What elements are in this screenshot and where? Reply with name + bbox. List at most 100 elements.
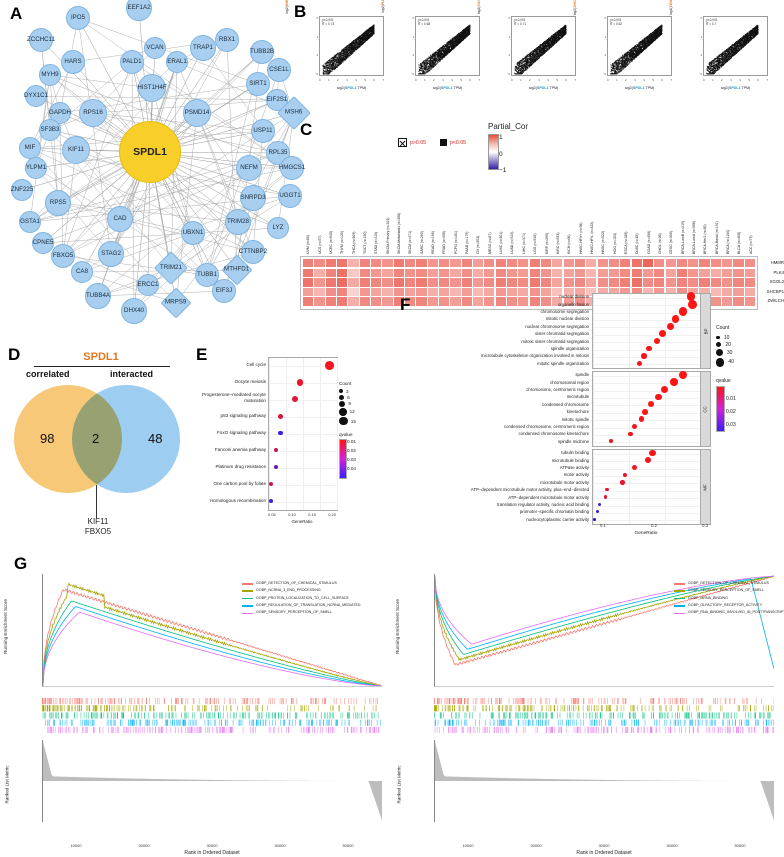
kegg-dot[interactable] — [268, 498, 273, 503]
heatmap-cell[interactable] — [359, 259, 370, 268]
go-dot[interactable] — [595, 510, 599, 514]
heatmap-cell[interactable] — [688, 278, 699, 287]
go-dot[interactable] — [620, 480, 625, 485]
heatmap-cell[interactable] — [642, 278, 654, 287]
heatmap-cell[interactable] — [382, 268, 393, 277]
heatmap-cell[interactable] — [472, 268, 484, 277]
heatmap-cell[interactable] — [540, 278, 552, 287]
go-dot[interactable] — [631, 423, 638, 430]
gsea-legend-item[interactable]: GOBP_RNA_BINDING_INVOLVED_IN_POSTTRANSCR… — [674, 611, 784, 615]
heatmap-cell[interactable] — [574, 259, 586, 268]
heatmap-cell[interactable] — [370, 268, 382, 277]
network-node-zcchc11[interactable]: ZCCHC11 — [27, 28, 55, 52]
network-node-eef1a2[interactable]: EEF1A2 — [126, 0, 152, 21]
heatmap-cell[interactable] — [370, 259, 382, 268]
heatmap-cell[interactable] — [608, 268, 620, 277]
heatmap-cell[interactable] — [597, 268, 608, 277]
heatmap-cell[interactable] — [597, 287, 608, 297]
heatmap-cell[interactable] — [688, 287, 699, 297]
kegg-dot[interactable] — [325, 361, 334, 370]
heatmap-cell[interactable] — [314, 259, 325, 268]
heatmap-cell[interactable] — [642, 287, 654, 297]
go-dot[interactable] — [653, 337, 660, 345]
go-dot[interactable] — [658, 330, 666, 338]
heatmap-cell[interactable] — [506, 297, 518, 306]
heatmap-cell[interactable] — [472, 278, 484, 287]
heatmap-cell[interactable] — [722, 297, 733, 306]
heatmap-cell[interactable] — [303, 268, 314, 277]
network-node-gsta1[interactable]: GSTA1 — [19, 211, 41, 233]
heatmap-cell[interactable] — [484, 268, 495, 277]
heatmap-cell[interactable] — [710, 287, 722, 297]
network-node-trap1[interactable]: TRAP1 — [190, 35, 216, 61]
go-dot[interactable] — [598, 502, 602, 507]
heatmap-cell[interactable] — [427, 297, 438, 306]
heatmap-cell[interactable] — [699, 268, 710, 277]
heatmap-cell[interactable] — [393, 268, 404, 277]
network-node-trim28[interactable]: TRIM28 — [225, 209, 251, 235]
heatmap-cell[interactable] — [382, 278, 393, 287]
heatmap-cell[interactable] — [404, 278, 416, 287]
network-node-usp11[interactable]: USP11 — [251, 119, 275, 143]
heatmap-cell[interactable] — [688, 259, 699, 268]
heatmap-cell[interactable] — [699, 278, 710, 287]
heatmap-cell[interactable] — [552, 287, 563, 297]
heatmap-cell[interactable] — [472, 297, 484, 306]
go-dot[interactable] — [638, 416, 645, 422]
go-dot[interactable] — [648, 401, 655, 408]
heatmap-cell[interactable] — [540, 297, 552, 306]
heatmap-cell[interactable] — [676, 268, 688, 277]
network-node-hars[interactable]: HARS — [61, 50, 85, 74]
heatmap-cell[interactable] — [552, 278, 563, 287]
go-dot[interactable] — [649, 449, 656, 456]
heatmap-cell[interactable] — [710, 268, 722, 277]
go-dot[interactable] — [671, 315, 680, 323]
heatmap-cell[interactable] — [733, 287, 744, 297]
heatmap-cell[interactable] — [586, 268, 597, 277]
heatmap-cell[interactable] — [529, 259, 540, 268]
heatmap-cell[interactable] — [484, 297, 495, 306]
kegg-dot[interactable] — [277, 430, 283, 436]
heatmap-cell[interactable] — [563, 259, 574, 268]
heatmap-cell[interactable] — [438, 287, 450, 297]
heatmap-cell[interactable] — [404, 297, 416, 306]
network-node-stag2[interactable]: STAG2 — [98, 241, 124, 267]
heatmap-cell[interactable] — [654, 278, 665, 287]
heatmap-cell[interactable] — [438, 297, 450, 306]
go-dot[interactable] — [678, 307, 687, 316]
heatmap-cell[interactable] — [348, 268, 359, 277]
heatmap-cell[interactable] — [359, 278, 370, 287]
network-node-psmd14[interactable]: PSMD14 — [183, 99, 211, 127]
heatmap-cell[interactable] — [495, 268, 506, 277]
network-node-tubb1[interactable]: TUBB1 — [195, 263, 219, 287]
heatmap-cell[interactable] — [654, 259, 665, 268]
heatmap-cell[interactable] — [370, 287, 382, 297]
heatmap-cell[interactable] — [382, 287, 393, 297]
heatmap-cell[interactable] — [314, 268, 325, 277]
heatmap-cell[interactable] — [563, 297, 574, 306]
heatmap-cell[interactable] — [404, 268, 416, 277]
go-dot[interactable] — [661, 386, 669, 393]
heatmap-cell[interactable] — [722, 268, 733, 277]
heatmap-cell[interactable] — [484, 259, 495, 268]
network-node-cttnbp2[interactable]: CTTNBP2 — [239, 240, 267, 264]
heatmap-cell[interactable] — [506, 278, 518, 287]
network-node-myh9[interactable]: MYH9 — [39, 64, 61, 86]
heatmap-cell[interactable] — [495, 259, 506, 268]
heatmap-cell[interactable] — [529, 268, 540, 277]
heatmap-cell[interactable] — [665, 278, 676, 287]
heatmap-cell[interactable] — [404, 287, 416, 297]
go-dot[interactable] — [603, 495, 608, 499]
kegg-dot[interactable] — [291, 396, 298, 403]
network-node-sirt1[interactable]: SIRT1 — [246, 72, 270, 96]
network-hub-spdl1[interactable]: SPDL1 — [119, 121, 181, 183]
heatmap-cell[interactable] — [586, 278, 597, 287]
go-dot[interactable] — [686, 292, 696, 302]
heatmap-cell[interactable] — [348, 297, 359, 306]
gsea-legend-item[interactable]: GOBP_OLFACTORY_RECEPTOR_ACTIVITY — [674, 603, 784, 608]
heatmap-cell[interactable] — [427, 268, 438, 277]
heatmap-cell[interactable] — [393, 297, 404, 306]
heatmap-cell[interactable] — [325, 268, 336, 277]
network-node-hmgcs1[interactable]: HMGCS1 — [279, 156, 305, 180]
network-node-pald1[interactable]: PALD1 — [120, 50, 144, 74]
